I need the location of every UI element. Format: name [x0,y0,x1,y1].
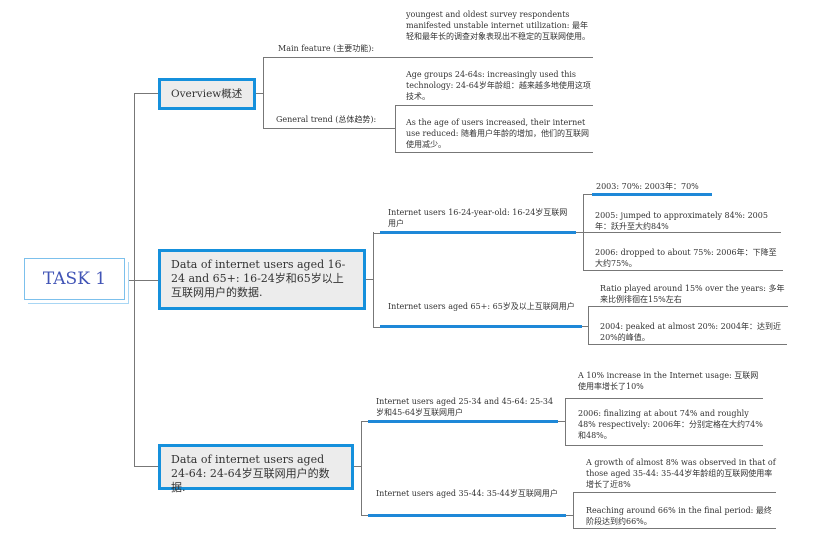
general-trend-item[interactable]: Age groups 24-64s: increasingly used thi… [406,70,591,101]
leaf-item[interactable]: 2006: dropped to about 75%: 2006年：下降至大约7… [595,248,777,268]
leaf-item[interactable]: Reaching around 66% in the final period:… [586,506,772,526]
subgroup-16-24-label[interactable]: Internet users 16-24-year-old: 16-24岁互联网… [388,208,568,228]
leaf-item[interactable]: 2003: 70%: 2003年：70% [596,182,699,191]
subgroup-25-34-45-64-label[interactable]: Internet users aged 25-34 and 45-64: 25-… [376,397,554,417]
general-trend-label[interactable]: General trend (总体趋势): [276,115,377,124]
group-16-24-65-node[interactable]: Data of internet users aged 16-24 and 65… [158,249,366,310]
leaf-item[interactable]: A growth of almost 8% was observed in th… [586,458,776,489]
main-feature-label[interactable]: Main feature (主要功能): [278,44,375,53]
group-16-24-65-label: Data of internet users aged 16-24 and 65… [171,258,346,299]
group-24-64-node[interactable]: Data of internet users aged 24-64: 24-64… [158,444,354,494]
subgroup-35-44-label[interactable]: Internet users aged 35-44: 35-44岁互联网用户 [376,489,558,498]
leaf-item[interactable]: 2004: peaked at almost 20%: 2004年：达到近20%… [600,322,781,342]
main-feature-item[interactable]: youngest and oldest survey respondents m… [406,10,590,41]
root-label: TASK 1 [42,269,107,289]
leaf-item[interactable]: A 10% increase in the Internet usage: 互联… [578,371,759,391]
overview-label: Overview概述 [171,88,243,100]
leaf-item[interactable]: 2006: finalizing at about 74% and roughl… [578,409,763,440]
leaf-item[interactable]: 2005: jumped to approximately 84%: 2005年… [595,211,768,231]
group-24-64-label: Data of internet users aged 24-64: 24-64… [171,453,330,494]
leaf-item[interactable]: Ratio played around 15% over the years: … [600,284,785,304]
general-trend-item[interactable]: As the age of users increased, their int… [406,118,589,149]
root-node[interactable]: TASK 1 [24,258,125,300]
overview-node[interactable]: Overview概述 [158,78,256,110]
subgroup-65-label[interactable]: Internet users aged 65+: 65岁及以上互联网用户 [388,302,575,311]
